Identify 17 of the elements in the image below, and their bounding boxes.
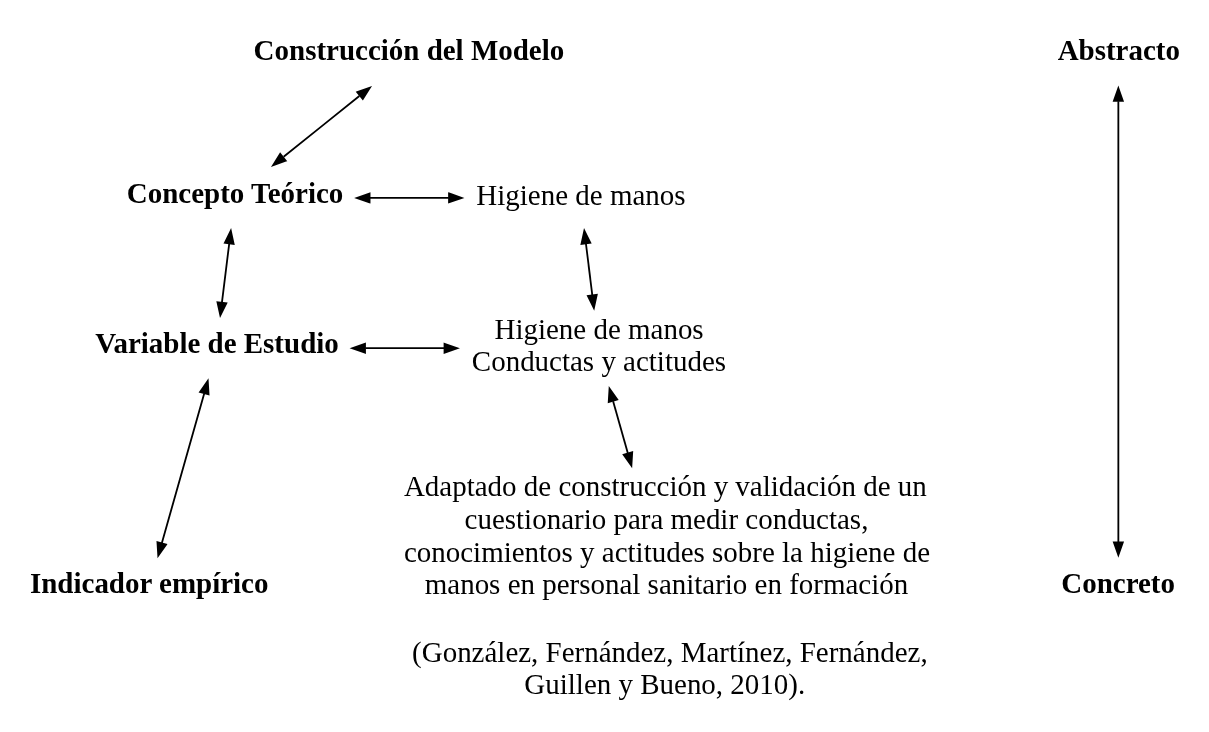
node-text: Abstracto (1057, 33, 1180, 66)
arrow (580, 227, 598, 311)
node-text: Higiene de manos (476, 178, 686, 211)
arrow (607, 385, 634, 468)
node-text: Concreto (1061, 566, 1176, 599)
arrow (270, 85, 372, 167)
node-text: Variable de Estudio (95, 326, 339, 359)
node-text: Higiene de manos Conductas y actitudes (471, 312, 727, 377)
node-text: Concepto Teórico (126, 176, 344, 209)
arrow (354, 191, 465, 204)
node-text: Adaptado de construcción y validación de un cuestionario para medir conductas, conocimientos y actitudes sobre la higiene de manos en personal sanitario en formación (González, Fernández, Martínez, Fernández, Guillen y Bueno, 2010). (403, 469, 931, 700)
node-text: Indicador empírico (29, 566, 269, 599)
arrow (1112, 85, 1125, 558)
arrow (349, 342, 460, 354)
arrow (216, 227, 235, 318)
node-text: Construcción del Modelo (253, 33, 565, 66)
arrow (156, 377, 210, 558)
